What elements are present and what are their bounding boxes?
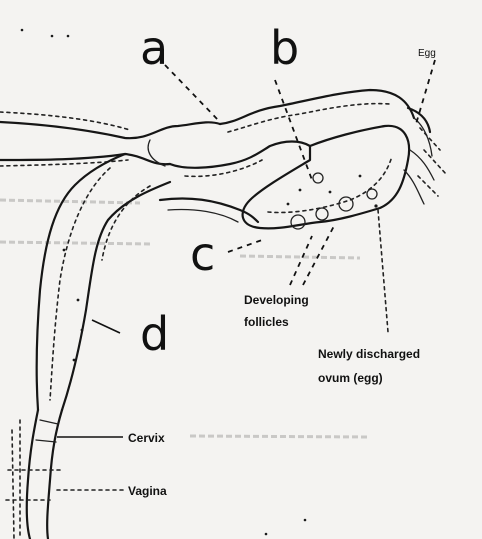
background-noise (0, 29, 370, 536)
label-developing-follicles-line2: follicles (244, 315, 289, 329)
label-c: c (190, 227, 215, 281)
label-newly-discharged-line2: ovum (egg) (318, 371, 383, 385)
label-a: a (140, 21, 168, 75)
fimbriae (404, 108, 446, 204)
label-cervix: Cervix (128, 431, 165, 445)
label-newly-discharged-line1: Newly discharged (318, 347, 420, 361)
cervix-vagina (6, 410, 62, 539)
label-developing-follicles-line1: Developing (244, 293, 309, 307)
uterus (37, 154, 170, 410)
leader-lines (57, 60, 435, 490)
ovary (243, 126, 410, 229)
fallopian-tube (0, 112, 220, 166)
tube-ampulla (170, 90, 414, 176)
label-b: b (270, 21, 299, 75)
label-egg: Egg (418, 48, 436, 59)
label-vagina: Vagina (128, 484, 167, 498)
label-d: d (140, 307, 169, 361)
